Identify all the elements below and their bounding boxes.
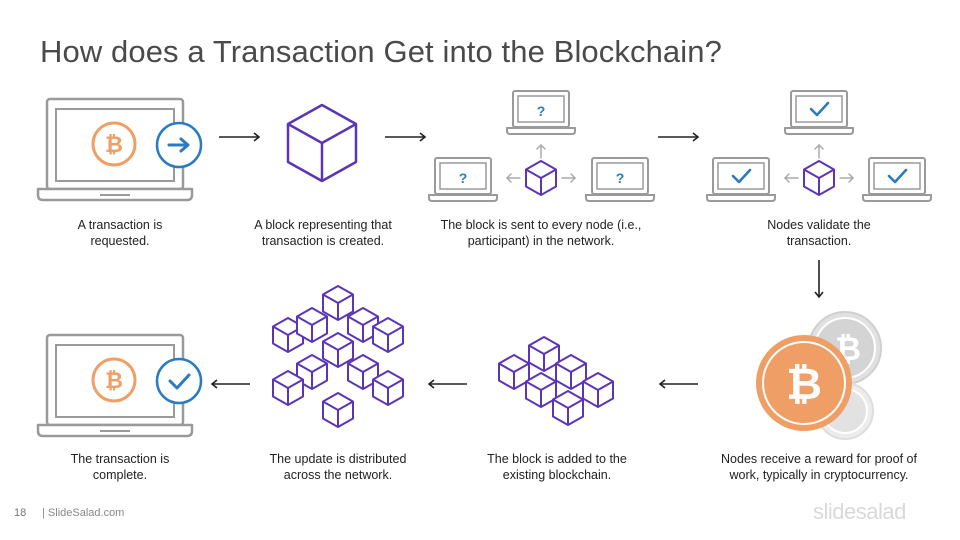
- network-validate-icon: [706, 90, 932, 202]
- svg-text:₿: ₿: [105, 368, 123, 393]
- flow-arrow-5: [658, 379, 698, 389]
- svg-text:?: ?: [459, 170, 468, 186]
- step-caption-8: The transaction is complete.: [70, 452, 170, 482]
- distributed-blocks-icon: [272, 285, 404, 428]
- small-block-cube-icon: [525, 160, 557, 196]
- svg-text:₿: ₿: [786, 360, 822, 409]
- brand-logo: slidesalad: [813, 499, 906, 524]
- check-icon: [887, 168, 908, 184]
- step-caption-4: Nodes validate the transaction.: [767, 218, 871, 248]
- node-laptop-top: ?: [506, 90, 576, 135]
- svg-text:₿: ₿: [105, 132, 123, 157]
- validated-node-top: [784, 90, 854, 135]
- network-broadcast-icon: ? ? ?: [428, 90, 655, 202]
- send-arrow-icon: [155, 121, 203, 169]
- blockchain-blocks-icon: [498, 336, 614, 426]
- flow-arrow-1: [219, 132, 261, 142]
- step-caption-7: The update is distributed across the net…: [269, 452, 407, 482]
- step-caption-1: A transaction is requested.: [77, 218, 163, 248]
- step-caption-3: The block is sent to every node (i.e., p…: [440, 218, 642, 248]
- step-caption-5: Nodes receive a reward for proof of work…: [721, 452, 917, 482]
- node-laptop-right: ?: [585, 157, 655, 202]
- validated-node-right: [862, 157, 932, 202]
- bitcoin-reward-icon: ₿ ₿: [756, 311, 882, 440]
- laptop-bitcoin-complete-icon: ₿: [36, 333, 194, 438]
- flow-arrow-6: [427, 379, 467, 389]
- svg-text:?: ?: [616, 170, 625, 186]
- svg-text:?: ?: [537, 103, 546, 119]
- node-laptop-left: ?: [428, 157, 498, 202]
- flow-arrow-7: [210, 379, 250, 389]
- block-cube-icon: [286, 103, 358, 183]
- page-number: 18: [14, 507, 27, 519]
- footer-site-link[interactable]: | SlideSalad.com: [42, 507, 125, 519]
- step-caption-6: The block is added to the existing block…: [487, 452, 627, 482]
- check-icon: [731, 168, 752, 184]
- step-caption-2: A block representing that transaction is…: [254, 218, 392, 248]
- small-block-cube-icon: [803, 160, 835, 196]
- complete-check-icon: [155, 357, 203, 405]
- flow-arrow-2: [385, 132, 427, 142]
- validated-node-left: [706, 157, 776, 202]
- page-title: How does a Transaction Get into the Bloc…: [40, 34, 722, 69]
- flow-arrow-3: [658, 132, 700, 142]
- check-icon: [809, 101, 830, 117]
- flow-arrow-4: [814, 260, 824, 299]
